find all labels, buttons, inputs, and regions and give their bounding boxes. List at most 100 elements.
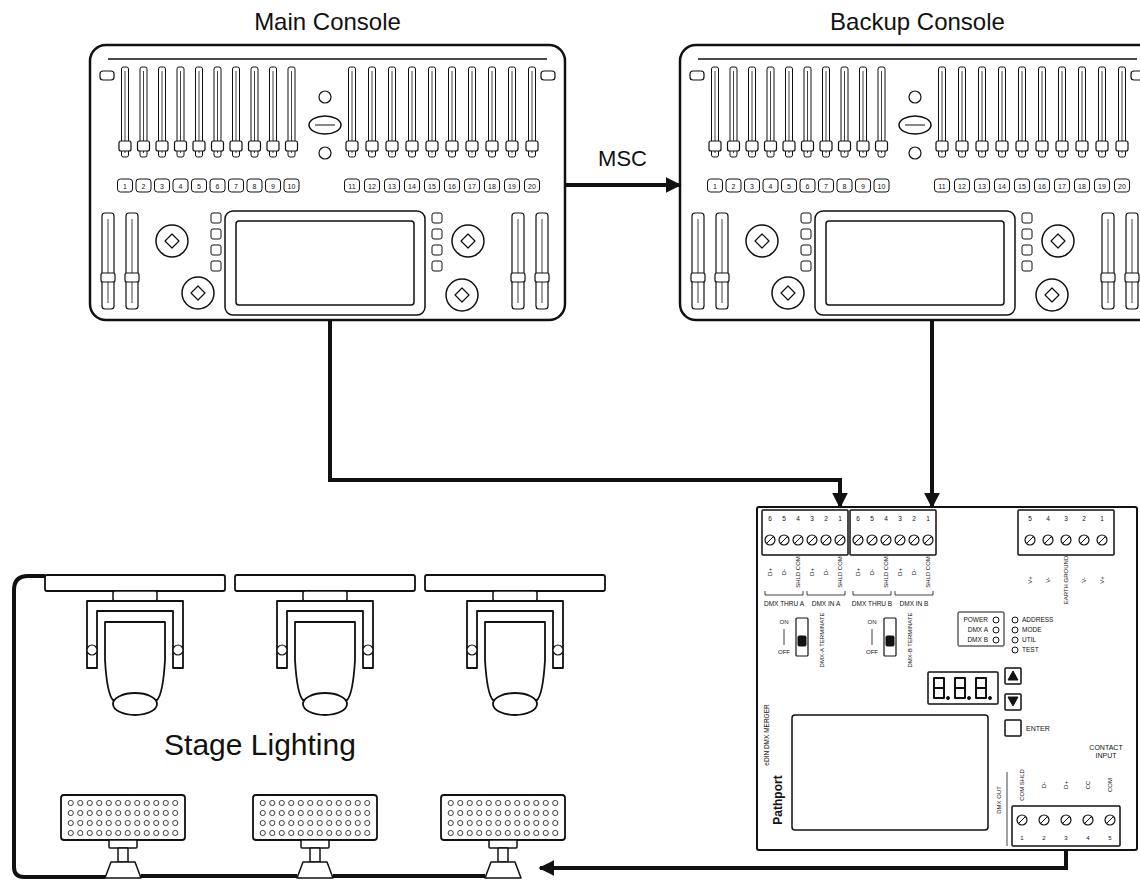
screw-slot	[1063, 817, 1070, 824]
fader-knob	[125, 273, 139, 282]
console-key	[801, 261, 811, 271]
fader-number-box	[874, 179, 889, 192]
main-console-drawing	[90, 45, 565, 320]
screw-slot	[1107, 817, 1114, 824]
led-cell	[448, 810, 453, 815]
led-cell	[298, 810, 303, 815]
control-wheel	[772, 277, 804, 309]
led-cell	[543, 820, 548, 825]
fader-number: 11	[348, 182, 355, 189]
down-arrow	[1008, 697, 1018, 706]
led-cell	[106, 820, 111, 825]
led-cell	[279, 800, 284, 805]
fader-knob	[286, 141, 298, 151]
terminal-label: V-	[1045, 577, 1051, 583]
on-off-line	[872, 629, 873, 645]
screw-slot	[855, 537, 862, 544]
terminal-label: 5	[782, 516, 786, 523]
fader-number: 14	[998, 182, 1006, 189]
led-cell	[515, 800, 520, 805]
decimal-point	[989, 697, 992, 700]
fader-slot	[1108, 219, 1109, 303]
led-cell	[260, 810, 265, 815]
fader-number: 20	[528, 182, 536, 189]
terminal-screw	[807, 535, 817, 545]
fader-number: 15	[1018, 182, 1026, 189]
fader-knob	[511, 273, 525, 282]
led-cell	[448, 800, 453, 805]
led-cell	[346, 820, 351, 825]
fader-knob	[976, 141, 988, 151]
console-key	[211, 229, 221, 239]
led-cell	[163, 820, 168, 825]
terminal-label: SHLD COM	[925, 556, 931, 588]
terminal-label: OFF	[866, 649, 878, 655]
led-cell	[87, 830, 92, 835]
terminal-label: DMX B	[967, 637, 988, 644]
terminal-label: SHLD COM	[837, 556, 843, 588]
fader-number: 10	[288, 182, 296, 189]
terminal-label: COM	[1107, 778, 1113, 792]
led-cell	[68, 830, 73, 835]
console-key	[801, 245, 811, 255]
fader-number-box	[445, 179, 460, 192]
fader-knob	[526, 141, 538, 151]
terminal-screw	[1039, 815, 1049, 825]
console-key	[1022, 229, 1032, 239]
led-panel	[958, 612, 1004, 646]
console-key	[432, 261, 442, 271]
led-cell	[317, 830, 322, 835]
fader-number: 8	[843, 182, 847, 189]
wheel-cross	[191, 286, 205, 300]
terminal-label: D+	[809, 568, 815, 576]
fader-number-box	[118, 179, 133, 192]
terminal-label: 4	[884, 516, 888, 523]
yoke-base	[113, 591, 157, 601]
led-cell	[163, 800, 168, 805]
terminal-label: 3	[1064, 516, 1068, 523]
console-key	[801, 213, 811, 223]
bar-stem	[118, 848, 128, 862]
led-cell	[477, 800, 482, 805]
fader-number-box	[425, 179, 440, 192]
fader-number-box	[155, 179, 170, 192]
fader-knob	[802, 141, 814, 151]
terminal-label: 2	[824, 516, 828, 523]
led-cell	[144, 830, 149, 835]
terminal-label: EARTH GROUND	[1063, 556, 1069, 605]
fader-knob	[119, 141, 131, 151]
terminal-screw	[1043, 535, 1053, 545]
led-cell	[505, 800, 510, 805]
screw-slot	[925, 537, 932, 544]
terminal-label: 5	[1028, 516, 1032, 523]
led-cell	[78, 830, 83, 835]
terminal-label: ON	[868, 619, 877, 625]
led-cell	[68, 810, 73, 815]
screw-slot	[1085, 817, 1092, 824]
led-cell	[270, 830, 275, 835]
led-cell	[524, 820, 529, 825]
led-cell	[355, 820, 360, 825]
terminal-screw	[881, 535, 891, 545]
fader-number-box	[465, 179, 480, 192]
led-cell	[553, 820, 558, 825]
tilt-pivot	[173, 645, 183, 655]
merger-housing	[757, 507, 1137, 850]
fader-knob	[426, 141, 438, 151]
console-body	[680, 45, 1140, 320]
bar-stem	[310, 848, 320, 862]
terminal-label: 3	[898, 516, 902, 523]
bar-foot	[297, 862, 333, 878]
led-cell	[173, 820, 178, 825]
led-cell	[68, 800, 73, 805]
led-cell	[365, 800, 370, 805]
fader-knob	[1076, 141, 1088, 151]
led-cell	[308, 820, 313, 825]
fader-knob	[839, 141, 851, 151]
led-cell	[448, 830, 453, 835]
fader-knob	[1096, 141, 1108, 151]
led-cell	[87, 820, 92, 825]
terminal-label: D-	[781, 569, 787, 575]
fader-number: 19	[508, 182, 516, 189]
led-cell	[270, 800, 275, 805]
